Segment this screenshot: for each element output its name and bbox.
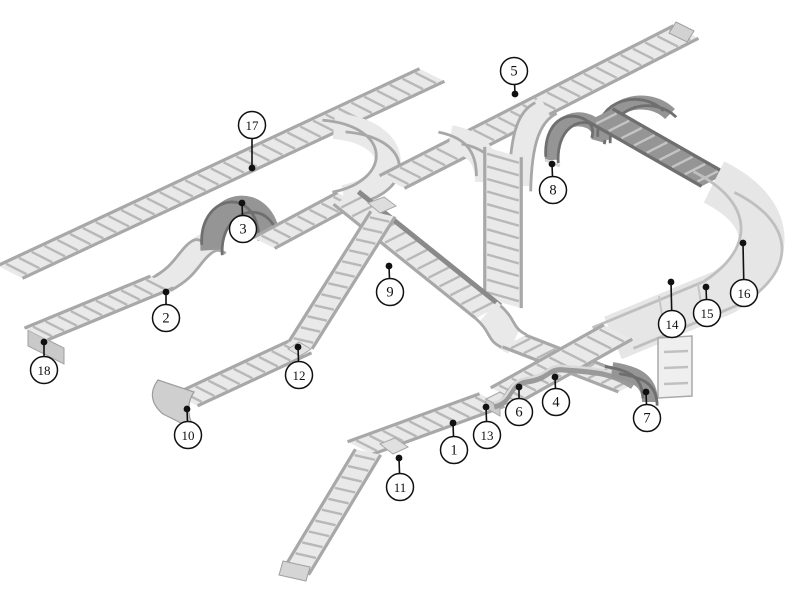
ring-top-ladder [586,107,728,188]
callout-dot [667,278,675,286]
callout-marker [729,278,759,308]
callout-dot [739,239,747,247]
callout-16: 16 [729,239,759,308]
callout-dot [551,373,559,381]
callout-marker [632,403,662,433]
callout-dot [642,388,650,396]
callout-marker [472,420,502,450]
callout-label: 4 [552,395,560,411]
callout-label: 8 [549,183,556,199]
callout-label: 15 [701,306,714,321]
callout-15: 15 [692,283,722,328]
callout-marker [284,360,314,390]
callout-label: 12 [293,368,306,383]
south-fascia-bends [492,364,635,410]
callout-11: 11 [385,454,415,502]
callout-marker [385,472,415,502]
vertical-drop-7 [604,335,693,406]
callout-label: 3 [239,222,246,238]
callout-8: 8 [538,160,568,205]
callout-dot [548,160,556,168]
callout-label: 16 [738,286,752,301]
callout-dot [702,283,710,291]
callout-marker [439,435,469,465]
callout-6: 6 [504,383,534,427]
callout-dot [162,288,170,296]
callout-4: 4 [541,373,571,417]
callout-dot [482,403,490,411]
callout-label: 17 [246,118,260,133]
callout-label: 13 [481,428,494,443]
callout-marker [375,277,405,307]
callout-2: 2 [151,288,181,333]
callout-17: 17 [237,110,267,172]
callout-1: 1 [439,419,469,465]
callout-label: 11 [394,480,407,495]
sloped-run-11 [278,437,410,582]
callout-9: 9 [375,262,405,307]
callout-label: 5 [510,64,517,80]
callout-18: 18 [29,338,59,385]
callout-marker [657,309,687,339]
callout-marker [541,387,571,417]
callout-dot [248,164,256,172]
straight-run-18 [23,274,175,365]
callout-label: 6 [515,405,522,421]
callout-marker [504,397,534,427]
callout-label: 1 [450,443,457,459]
callout-marker [692,298,722,328]
callout-dot [385,262,393,270]
callout-dot [40,338,48,346]
callout-dot [294,343,302,351]
callout-dot [449,419,457,427]
cover-section [591,161,785,360]
callout-dot [183,405,191,413]
callout-marker [173,420,203,450]
callout-label: 9 [386,285,393,301]
callout-dot [395,454,403,462]
vertical-tee-riser [438,97,558,309]
callout-7: 7 [632,388,662,433]
callout-label: 14 [666,317,680,332]
callout-label: 2 [162,311,169,327]
callout-dot [511,90,519,98]
callout-marker [499,56,529,86]
callout-12: 12 [284,343,314,390]
callout-marker [538,175,568,205]
callout-14: 14 [657,278,687,339]
callout-dot [515,383,523,391]
callout-label: 7 [643,411,650,427]
callout-marker [237,110,267,140]
callout-marker [228,214,258,244]
callout-10: 10 [173,405,203,450]
callout-label: 18 [38,363,51,378]
callout-dot [238,199,246,207]
callout-5: 5 [499,56,529,98]
callout-marker [151,303,181,333]
callout-label: 10 [182,428,195,443]
callout-13: 13 [472,403,502,450]
lower-left-run-10 [151,339,313,432]
sloped-run-12 [286,196,397,350]
callout-3: 3 [228,199,258,244]
callout-marker [29,355,59,385]
